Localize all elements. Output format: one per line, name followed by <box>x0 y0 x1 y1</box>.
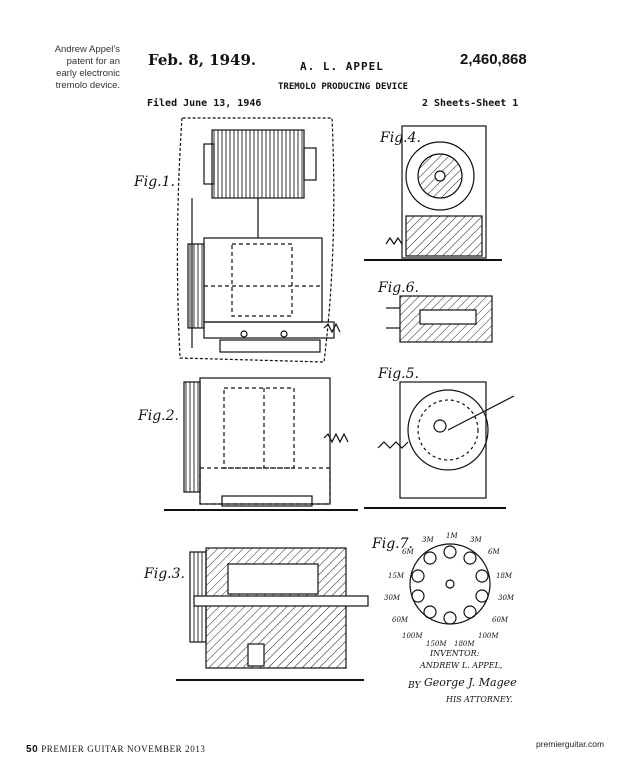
patent-filed-date: Filed June 13, 1946 <box>147 98 262 109</box>
fig6-label: Fig.6. <box>377 280 419 296</box>
figure-1 <box>176 117 341 363</box>
patent-device-title: TREMOLO PRODUCING DEVICE <box>278 82 409 92</box>
fig1-label: Fig.1. <box>133 174 175 190</box>
fig7-speed-label: 6M <box>402 548 414 556</box>
patent-inventor-header: A. L. APPEL <box>300 60 384 73</box>
fig7-speed-label: 180M <box>454 640 475 648</box>
caption-line: early electronic <box>56 68 120 79</box>
fig7-label: Fig.7. <box>371 536 413 552</box>
by-label: BY <box>407 681 421 691</box>
patent-sheet-count: 2 Sheets-Sheet 1 <box>422 98 519 109</box>
fig5-label: Fig.5. <box>377 366 419 382</box>
fig7-speed-label: 60M <box>492 616 509 624</box>
attorney-label: HIS ATTORNEY. <box>445 695 513 704</box>
image-caption: Andrew Appel’s patent for an early elect… <box>40 44 120 92</box>
attorney-signature: George J. Magee <box>424 676 517 689</box>
fig7-speed-label: 150M <box>426 640 447 648</box>
patent-date: Feb. 8, 1949. <box>148 51 257 69</box>
fig7-speed-label: 3M <box>422 536 434 544</box>
figure-7 <box>409 543 491 625</box>
fig7-speed-labels: 1M 3M 3M 6M 6M 15M 18M 30M 30M 60M 60M 1… <box>384 532 515 648</box>
website-link[interactable]: premierguitar.com <box>536 739 605 749</box>
patent-drawing: Fig.1. Fig.4. Fig.6. Fig.2. <box>133 117 517 704</box>
fig7-speed-label: 30M <box>498 594 515 602</box>
fig7-speed-label: 30M <box>384 594 401 602</box>
inventor-name: ANDREW L. APPEL, <box>419 661 502 670</box>
fig7-speed-label: 100M <box>402 632 423 640</box>
fig7-speed-label: 18M <box>496 572 513 580</box>
patent-number: 2,460,868 <box>460 51 527 68</box>
publication-name: PREMIER GUITAR <box>41 744 125 754</box>
figure-5 <box>364 381 515 509</box>
fig7-speed-label: 60M <box>392 616 409 624</box>
fig7-speed-label: 6M <box>488 548 500 556</box>
caption-line: patent for an <box>66 56 120 67</box>
fig7-speed-label: 1M <box>446 532 458 540</box>
figure-3 <box>176 547 369 681</box>
fig2-label: Fig.2. <box>137 408 179 424</box>
caption-line: Andrew Appel’s <box>54 44 120 55</box>
fig3-label: Fig.3. <box>143 566 185 582</box>
figure-2 <box>164 377 358 511</box>
signature-block: INVENTOR: ANDREW L. APPEL, BY George J. … <box>407 649 517 704</box>
issue-date: NOVEMBER 2013 <box>126 744 206 754</box>
fig4-label: Fig.4. <box>379 130 421 146</box>
page-number: 50 <box>26 744 39 755</box>
figure-4 <box>364 125 502 261</box>
fig7-speed-label: 15M <box>388 572 405 580</box>
caption-line: tremolo device. <box>55 80 120 91</box>
page-footer: 50 PREMIER GUITAR NOVEMBER 2013 <box>26 744 206 755</box>
fig7-speed-label: 100M <box>478 632 499 640</box>
inventor-label: INVENTOR: <box>429 649 480 658</box>
figure-6 <box>386 295 493 343</box>
fig7-speed-label: 3M <box>470 536 482 544</box>
